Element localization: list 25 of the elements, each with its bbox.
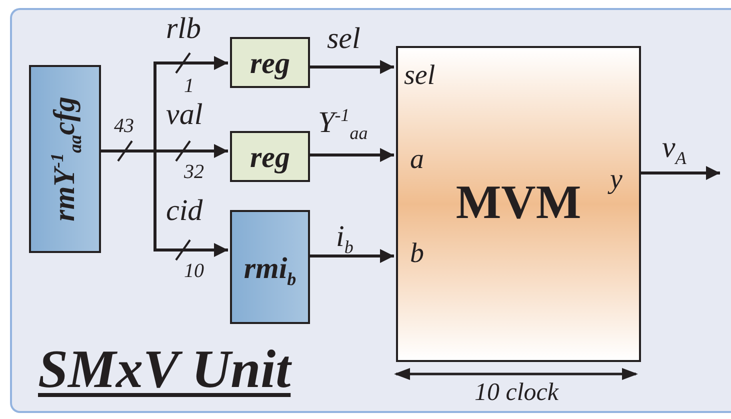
block-label: reg [250, 143, 290, 173]
block-label: MVM [456, 179, 582, 227]
dimension-label: 10 clock [474, 380, 558, 405]
unit-title: SMxV Unit [38, 342, 291, 396]
register-block [230, 37, 310, 88]
mvm-block [396, 46, 641, 362]
port-label: y [610, 166, 622, 194]
port-label: b [410, 240, 424, 268]
arrow [99, 150, 228, 257]
port-label: a [410, 146, 424, 174]
bus-width-label: 1 [184, 76, 194, 96]
arrow [639, 166, 720, 180]
bus-width-label: 32 [184, 162, 204, 182]
arrow [308, 249, 394, 263]
config-block [29, 65, 101, 253]
arrow [308, 60, 394, 74]
unit-panel [10, 8, 731, 413]
block-label: rmi$_{b}$ [244, 254, 296, 284]
bus-width-label: 10 [184, 261, 204, 281]
arrow [308, 148, 394, 162]
index-block [230, 210, 310, 324]
bus-width-label: 43 [114, 116, 134, 136]
block-label: reg [250, 49, 290, 79]
register-block [230, 131, 310, 182]
port-label: sel [404, 62, 436, 90]
